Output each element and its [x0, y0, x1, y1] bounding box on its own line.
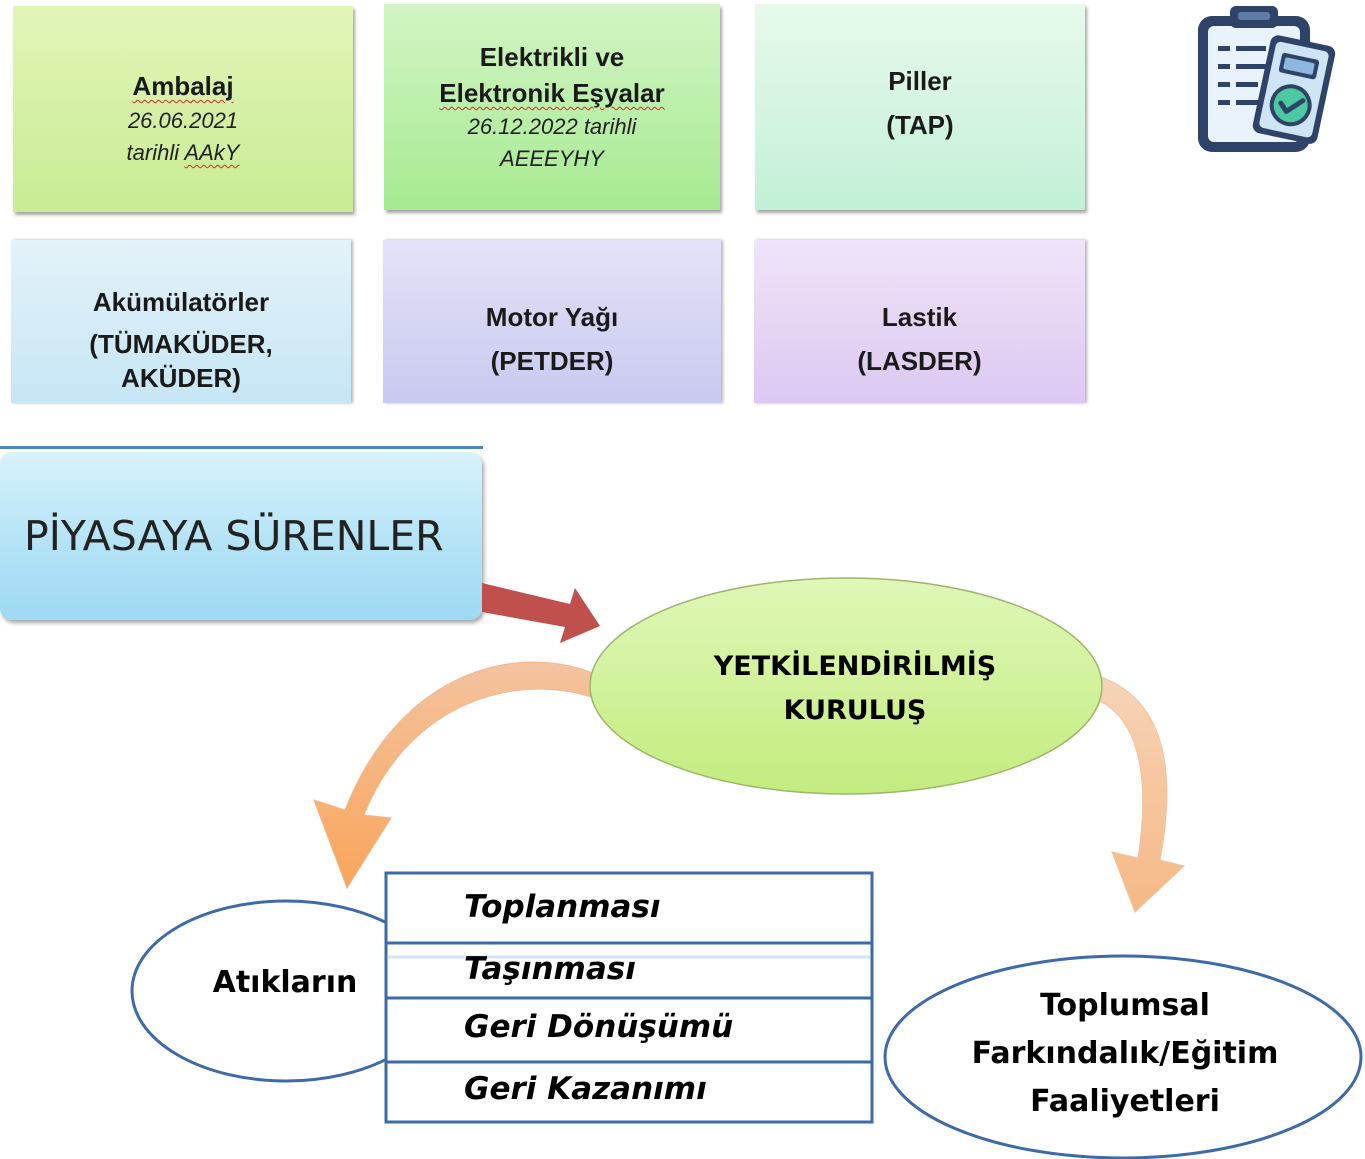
toplumsal-farkindalik-label: Toplumsal Farkındalık/Eğitim Faaliyetler…	[900, 982, 1350, 1126]
card-title-line3: AKÜDER)	[121, 363, 241, 393]
card-title-line1: Akümülatörler	[92, 287, 270, 317]
card-title-line1: Lastik	[881, 302, 958, 332]
card-date: 26.12.2022 tarihli	[467, 114, 637, 139]
piyasa-top-line	[0, 446, 483, 449]
card-title-line2: (TAP)	[886, 110, 954, 140]
card-title-line2: (TÜMAKÜDER,	[89, 329, 273, 359]
card-elektrikli-esyalar: Elektrikli ve Elektronik Eşyalar 26.12.2…	[384, 4, 720, 210]
card-title-line1: Piller	[888, 66, 952, 96]
activity-geri-kazanimi: Geri Kazanımı	[464, 1071, 707, 1107]
right-node-line2: Farkındalık/Eğitim	[971, 1036, 1279, 1071]
card-title: Ambalaj	[132, 71, 234, 101]
card-title-line2: (PETDER)	[490, 346, 614, 376]
piyasaya-surenler-box: PİYASAYA SÜRENLER	[0, 452, 482, 620]
card-note: tarihli AAkY	[127, 137, 240, 169]
card-title-line2: (LASDER)	[857, 346, 982, 376]
right-node-line1: Toplumsal	[1040, 988, 1210, 1023]
center-node-line1: YETKİLENDİRİLMİŞ	[713, 651, 997, 682]
card-lastik: Lastik (LASDER)	[754, 240, 1085, 403]
card-motor-yagi: Motor Yağı (PETDER)	[383, 240, 721, 403]
card-piller: Piller (TAP)	[755, 4, 1085, 210]
card-title-line1: Elektrikli ve	[479, 42, 625, 72]
activity-toplanmasi: Toplanması	[464, 889, 661, 925]
atiklarin-label: Atıkların	[212, 965, 358, 1000]
right-node-line3: Faaliyetleri	[1030, 1084, 1220, 1119]
card-title-line1: Motor Yağı	[485, 302, 619, 332]
activity-geri-donusumu: Geri Dönüşümü	[464, 1009, 734, 1045]
center-node-line2: KURULUŞ	[783, 695, 927, 726]
card-note-prefix: tarihli	[126, 140, 185, 165]
card-date: 26.06.2021	[127, 108, 239, 133]
yetkilendirilmis-kurulus-label: YETKİLENDİRİLMİŞ KURULUŞ	[650, 645, 1060, 733]
left-orange-arrow	[313, 661, 601, 890]
card-note-abbr: AAkY	[184, 140, 240, 165]
right-orange-arrow	[1097, 675, 1186, 913]
activity-tasinmasi: Taşınması	[464, 951, 636, 987]
card-title-line2: Elektronik Eşyalar	[439, 78, 665, 108]
card-akumulatorler: Akümülatörler (TÜMAKÜDER, AKÜDER)	[11, 240, 351, 403]
red-arrow	[482, 583, 600, 643]
card-ambalaj: Ambalaj 26.06.2021 tarihli AAkY	[13, 6, 353, 212]
piyasaya-surenler-label: PİYASAYA SÜRENLER	[24, 512, 444, 560]
card-note: AEEEYHY	[500, 146, 604, 171]
